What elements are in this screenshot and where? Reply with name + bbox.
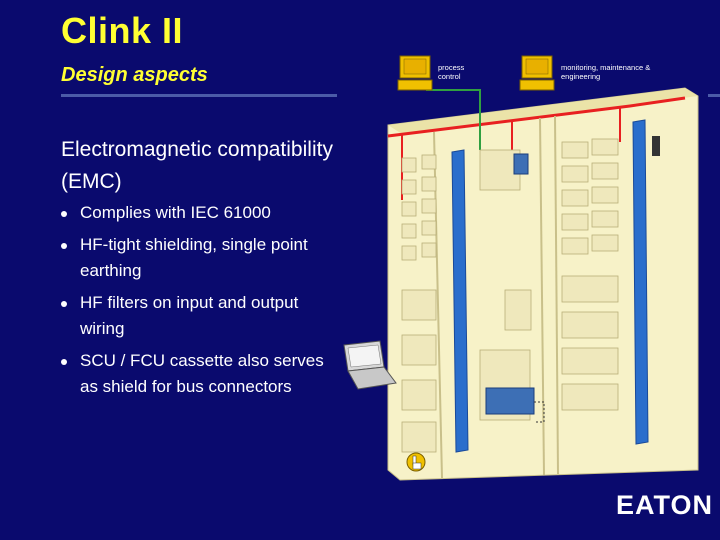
laptop-icon	[343, 340, 397, 390]
busbar-blue	[632, 119, 649, 445]
bullet-item: HF filters on input and output wiring	[61, 290, 331, 342]
monitoring-label-line2: engineering	[561, 72, 600, 81]
process-control-label-line2: control	[438, 72, 461, 81]
bullet-item: Complies with IEC 61000	[61, 200, 331, 226]
bullet-list: Complies with IEC 61000 HF-tight shieldi…	[61, 200, 331, 406]
bullet-item: SCU / FCU cassette also serves as shield…	[61, 348, 331, 400]
bullet-icon	[61, 301, 67, 307]
bus-green	[426, 89, 481, 150]
slide-subtitle: Design aspects	[61, 64, 208, 86]
drawer-modules-left	[401, 154, 437, 453]
process-control-label-line1: process	[438, 63, 465, 72]
bullet-text: Complies with IEC 61000	[80, 203, 271, 222]
bullet-icon	[61, 243, 67, 249]
bus-red-top	[387, 96, 686, 138]
section-heading: Electromagnetic compatibility (EMC)	[61, 138, 333, 193]
bullet-text: HF filters on input and output wiring	[80, 293, 299, 338]
bullet-icon	[61, 359, 67, 365]
busbar-blue	[451, 149, 469, 453]
computer-icon	[519, 55, 555, 91]
title-divider	[61, 94, 337, 97]
column-separator	[539, 117, 545, 476]
bullet-item: HF-tight shielding, single point earthin…	[61, 232, 331, 284]
bullet-icon	[61, 211, 67, 217]
column-separator	[554, 115, 559, 475]
computer-icon	[397, 55, 433, 91]
controller-module	[485, 387, 535, 415]
title-divider-right	[708, 94, 720, 97]
slide-title: Clink II	[61, 10, 184, 51]
hand-pointer-icon	[406, 452, 426, 472]
bullet-text: SCU / FCU cassette also serves as shield…	[80, 351, 324, 396]
monitoring-label-line1: monitoring, maintenance &	[561, 63, 650, 72]
switchgear-illustration: process control monitoring, maintenance …	[343, 55, 699, 481]
controller-module	[513, 153, 529, 175]
end-terminal	[652, 136, 660, 156]
drawer-modules-right	[561, 138, 619, 411]
eaton-logo: EATON	[616, 490, 714, 520]
bullet-text: HF-tight shielding, single point earthin…	[80, 235, 308, 280]
data-line	[534, 401, 545, 423]
cabinet-roof	[388, 88, 698, 134]
